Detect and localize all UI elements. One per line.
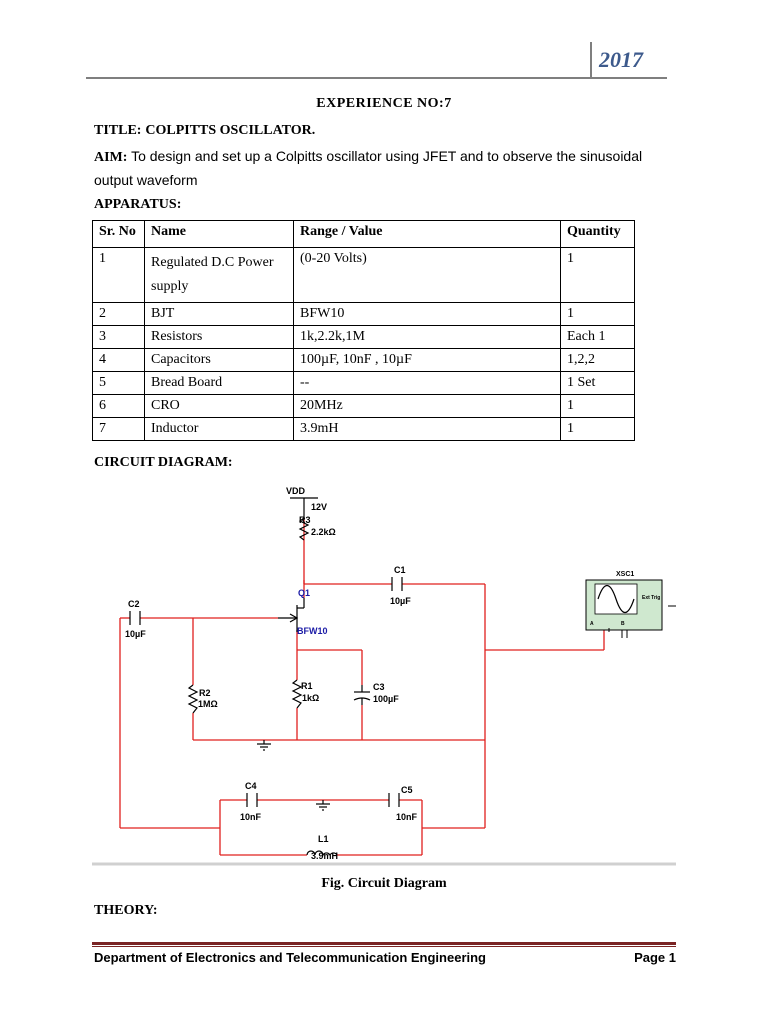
header-year: 2017 — [599, 47, 643, 72]
table-header-cell: Quantity — [560, 220, 635, 248]
table-cell: Bread Board — [144, 371, 294, 395]
table-cell: 1 — [92, 247, 145, 303]
table-cell: 3.9mH — [293, 417, 561, 441]
table-row: 2 BJT BFW10 1 — [92, 302, 635, 326]
label-c5-value: 10nF — [396, 812, 418, 822]
table-cell: 1 — [560, 247, 635, 303]
header-rule — [86, 77, 667, 79]
table-cell: 5 — [92, 371, 145, 395]
label-c1-value: 10µF — [390, 596, 411, 606]
footer-page-number: Page 1 — [634, 950, 676, 965]
table-cell: Capacitors — [144, 348, 294, 372]
table-cell: Inductor — [144, 417, 294, 441]
table-cell: 20MHz — [293, 394, 561, 418]
experiment-number: EXPERIENCE NO:7 — [316, 96, 452, 111]
title-value: COLPITTS OSCILLATOR. — [145, 123, 316, 138]
label-scope-b: B — [621, 621, 625, 627]
label-c3-value: 100µF — [373, 694, 399, 704]
table-row: 6 CRO 20MHz 1 — [92, 394, 635, 418]
table-cell: BJT — [144, 302, 294, 326]
table-cell: Resistors — [144, 325, 294, 349]
label-l1-value: 3.9mH — [311, 851, 338, 861]
theory-heading: THEORY: — [94, 903, 158, 918]
label-c5: C5 — [401, 785, 413, 795]
label-r1-value: 1kΩ — [302, 693, 319, 703]
header-divider — [590, 42, 592, 78]
table-cell: 1k,2.2k,1M — [293, 325, 561, 349]
components — [129, 497, 403, 858]
table-cell: 1,2,2 — [560, 348, 635, 372]
oscilloscope — [585, 579, 676, 638]
label-q1-part: BFW10 — [297, 626, 328, 636]
table-cell: 1 — [560, 394, 635, 418]
label-r2-value: 1MΩ — [198, 699, 218, 709]
label-c2-value: 10µF — [125, 629, 146, 639]
table-cell: 4 — [92, 348, 145, 372]
label-c2: C2 — [128, 599, 140, 609]
table-cell: 7 — [92, 417, 145, 441]
table-row: 1 Regulated D.C Power supply (0-20 Volts… — [92, 247, 635, 303]
apparatus-table: Sr. No Name Range / Value Quantity 1 Reg… — [92, 220, 635, 441]
label-vdd-value: 12V — [311, 502, 327, 512]
table-row: 4 Capacitors 100µF, 10nF , 10µF 1,2,2 — [92, 348, 635, 372]
aim-text-line2: output waveform — [94, 172, 198, 188]
label-q1: Q1 — [298, 588, 310, 598]
table-row: 7 Inductor 3.9mH 1 — [92, 417, 635, 441]
table-header-row: Sr. No Name Range / Value Quantity — [92, 220, 635, 248]
table-cell: 2 — [92, 302, 145, 326]
label-l1: L1 — [318, 834, 329, 844]
aim-label: AIM: — [94, 150, 128, 165]
table-cell: Regulated D.C Power supply — [144, 247, 294, 303]
figure-caption: Fig. Circuit Diagram — [321, 876, 447, 891]
table-cell: 6 — [92, 394, 145, 418]
label-c3: C3 — [373, 682, 385, 692]
label-r1: R1 — [301, 681, 313, 691]
label-c4-value: 10nF — [240, 812, 262, 822]
label-c4: C4 — [245, 781, 257, 791]
table-row: 3 Resistors 1k,2.2k,1M Each 1 — [92, 325, 635, 349]
label-c1: C1 — [394, 565, 406, 575]
table-header-cell: Name — [144, 220, 294, 248]
apparatus-heading: APPARATUS: — [94, 197, 182, 212]
label-r3: R3 — [299, 515, 311, 525]
table-cell: 1 Set — [560, 371, 635, 395]
footer-department: Department of Electronics and Telecommun… — [94, 950, 486, 965]
table-cell: BFW10 — [293, 302, 561, 326]
sine-wave-icon — [597, 584, 635, 614]
circuit-diagram: VDD 12V R3 2.2kΩ C1 10µF Q1 BFW10 C2 10µ… — [92, 486, 676, 866]
footer-rule-thick — [92, 942, 676, 945]
table-cell: 1 — [560, 302, 635, 326]
table-cell: 3 — [92, 325, 145, 349]
aim-text-line1: To design and set up a Colpitts oscillat… — [131, 148, 643, 164]
label-r3-value: 2.2kΩ — [311, 527, 336, 537]
table-cell: -- — [293, 371, 561, 395]
title-label: TITLE: — [94, 123, 142, 138]
table-header-cell: Sr. No — [92, 220, 145, 248]
table-cell: 1 — [560, 417, 635, 441]
table-cell: 100µF, 10nF , 10µF — [293, 348, 561, 372]
label-scope: XSC1 — [616, 571, 634, 578]
circuit-heading: CIRCUIT DIAGRAM: — [94, 455, 233, 470]
title-line: TITLE: COLPITTS OSCILLATOR. — [94, 121, 315, 139]
label-r2: R2 — [199, 688, 211, 698]
table-cell: CRO — [144, 394, 294, 418]
aim-line: AIM: To design and set up a Colpitts osc… — [94, 148, 642, 166]
label-vdd: VDD — [286, 486, 306, 496]
table-cell: (0-20 Volts) — [293, 247, 561, 303]
table-row: 5 Bread Board -- 1 Set — [92, 371, 635, 395]
label-scope-ext: Ext Trig — [642, 595, 660, 601]
footer-rule-thin — [92, 946, 676, 947]
table-header-cell: Range / Value — [293, 220, 561, 248]
label-scope-a: A — [590, 621, 594, 627]
table-cell: Each 1 — [560, 325, 635, 349]
